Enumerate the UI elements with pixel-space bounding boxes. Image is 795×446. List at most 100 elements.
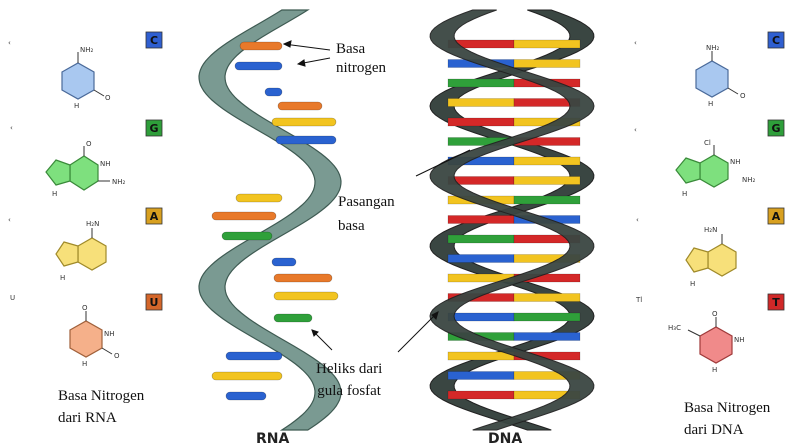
svg-text:H: H bbox=[60, 274, 65, 282]
dna-base-right bbox=[514, 333, 580, 341]
dna-base-pair bbox=[448, 216, 580, 224]
svg-text:Cl: Cl bbox=[704, 139, 711, 147]
label-basa-nitrogen: Basa nitrogen bbox=[336, 40, 386, 78]
rna-badge-letter: U bbox=[150, 296, 159, 309]
dna-base-right bbox=[514, 157, 580, 165]
rna-base-bar bbox=[235, 62, 282, 70]
dna-base-pair bbox=[448, 99, 580, 107]
dna-base-left bbox=[448, 255, 514, 263]
rna-base-bar bbox=[272, 118, 336, 126]
label-pasangan-basa: Pasangan basa bbox=[338, 190, 395, 238]
dna-base-left bbox=[448, 313, 514, 321]
dna-base-right bbox=[514, 294, 580, 302]
label-heliks-line1: Heliks dari bbox=[316, 358, 382, 380]
dna-base-right bbox=[514, 196, 580, 204]
caption-dna-bases: Basa Nitrogen dari DNA bbox=[684, 397, 770, 441]
dna-badge-a: A bbox=[768, 208, 784, 224]
svg-text:NH: NH bbox=[730, 158, 741, 166]
dna-helix bbox=[430, 10, 594, 430]
dna-base-pair bbox=[448, 235, 580, 243]
rna-title: RNA bbox=[256, 431, 289, 446]
rna-base-bar bbox=[274, 292, 338, 300]
dna-base-left bbox=[448, 216, 514, 224]
rna-base-bar bbox=[240, 42, 282, 50]
dna-base-right bbox=[514, 60, 580, 68]
rna-base-bar bbox=[212, 212, 276, 220]
svg-text:H: H bbox=[74, 102, 79, 110]
guanine-molecule-left: O NH₂ NH H bbox=[46, 140, 126, 198]
rna-badge-letter: G bbox=[149, 122, 158, 135]
rna-base-bar bbox=[265, 88, 282, 96]
caption-dna-bases-line2: dari DNA bbox=[684, 419, 770, 441]
rna-base-bar bbox=[236, 194, 282, 202]
rna-base-bar bbox=[226, 392, 266, 400]
svg-text:O: O bbox=[82, 304, 88, 312]
dna-base-left bbox=[448, 79, 514, 87]
dna-badge-letter: C bbox=[772, 34, 780, 47]
rna-badge-u: U bbox=[146, 294, 162, 310]
rna-base-bar bbox=[226, 352, 282, 360]
rna-badge-a: A bbox=[146, 208, 162, 224]
rna-base-bar bbox=[212, 372, 282, 380]
cytosine-molecule-right: NH₂ O H bbox=[696, 44, 746, 108]
svg-text:‹: ‹ bbox=[8, 39, 11, 47]
svg-text:O: O bbox=[712, 310, 718, 318]
rna-badge-letter: A bbox=[150, 210, 159, 223]
adenine-molecule-left: H₂N H bbox=[56, 220, 106, 282]
svg-text:H: H bbox=[708, 100, 713, 108]
svg-text:Tl: Tl bbox=[635, 296, 642, 304]
svg-text:O: O bbox=[740, 92, 746, 100]
caption-dna-bases-line1: Basa Nitrogen bbox=[684, 397, 770, 419]
svg-text:‹: ‹ bbox=[634, 39, 637, 47]
svg-text:‹: ‹ bbox=[10, 124, 13, 132]
svg-text:NH: NH bbox=[100, 160, 111, 168]
uracil-molecule-left: O NH O H bbox=[70, 304, 120, 368]
svg-text:NH₂: NH₂ bbox=[112, 178, 126, 186]
dna-base-left bbox=[448, 391, 514, 399]
label-pasangan-basa-line2: basa bbox=[338, 214, 395, 238]
dna-title: DNA bbox=[488, 431, 522, 446]
dna-base-left bbox=[448, 372, 514, 380]
rna-badge-g: G bbox=[146, 120, 162, 136]
svg-text:NH: NH bbox=[104, 330, 115, 338]
svg-text:H₃C: H₃C bbox=[668, 324, 681, 332]
dna-base-left bbox=[448, 352, 514, 360]
cytosine-molecule-left: NH₂ O H bbox=[62, 46, 111, 110]
svg-text:H: H bbox=[82, 360, 87, 368]
svg-text:‹: ‹ bbox=[8, 216, 11, 224]
thymine-molecule-right: H₃C O NH H bbox=[668, 310, 745, 374]
dna-base-right bbox=[514, 177, 580, 185]
caption-rna-bases-line1: Basa Nitrogen bbox=[58, 385, 144, 407]
svg-text:H: H bbox=[52, 190, 57, 198]
svg-text:O: O bbox=[105, 94, 111, 102]
rna-bases-column: NH₂ O H O NH₂ NH H H₂N H O bbox=[46, 46, 126, 368]
label-heliks-line2: gula fosfat bbox=[316, 380, 382, 402]
dna-base-right bbox=[514, 40, 580, 48]
rna-badge-c: C bbox=[146, 32, 162, 48]
caption-rna-bases-line2: dari RNA bbox=[58, 407, 144, 429]
svg-text:NH: NH bbox=[734, 336, 745, 344]
svg-text:O: O bbox=[86, 140, 92, 148]
rna-base-bar bbox=[274, 314, 312, 322]
dna-badge-t: T bbox=[768, 294, 784, 310]
svg-text:‹: ‹ bbox=[636, 216, 639, 224]
dna-badge-g: G bbox=[768, 120, 784, 136]
label-pasangan-basa-line1: Pasangan bbox=[338, 190, 395, 214]
svg-text:NH₂: NH₂ bbox=[742, 176, 756, 184]
svg-text:NH₂: NH₂ bbox=[706, 44, 720, 52]
dna-badge-letter: T bbox=[772, 296, 780, 309]
svg-text:H: H bbox=[682, 190, 687, 198]
dna-base-right bbox=[514, 313, 580, 321]
rna-base-bar bbox=[222, 232, 272, 240]
dna-badge-letter: G bbox=[771, 122, 780, 135]
svg-text:U: U bbox=[10, 294, 15, 302]
adenine-molecule-right: H₂N H bbox=[686, 226, 736, 288]
svg-text:‹: ‹ bbox=[634, 126, 637, 134]
svg-text:NH₂: NH₂ bbox=[80, 46, 94, 54]
dna-base-left bbox=[448, 118, 514, 126]
rna-base-bar bbox=[278, 102, 322, 110]
dna-badge-c: C bbox=[768, 32, 784, 48]
label-heliks: Heliks dari gula fosfat bbox=[316, 358, 382, 402]
dna-bases-column: NH₂ O H Cl NH₂ NH H H₂N H H₃C O NH bbox=[668, 44, 756, 374]
